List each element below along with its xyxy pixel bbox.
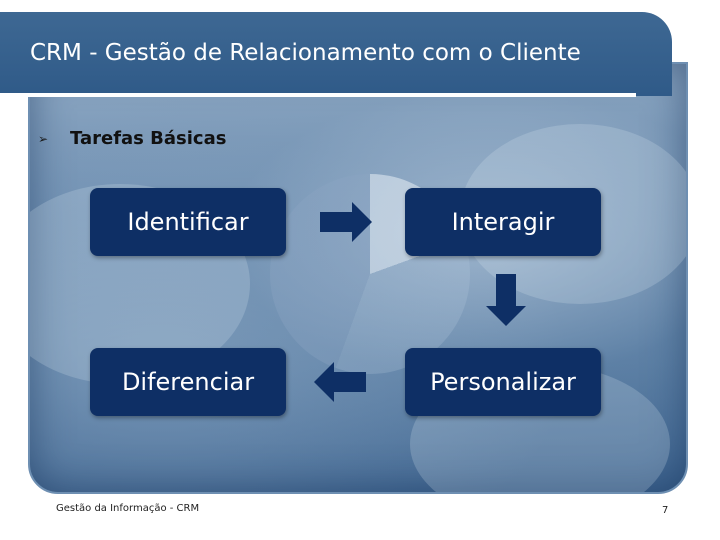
task-box-personalizar: Personalizar (405, 348, 601, 416)
arrowhead-bullet-icon: ➢ (38, 131, 49, 146)
slide-title: CRM - Gestão de Relacionamento com o Cli… (30, 40, 581, 66)
footer-text: Gestão da Informação - CRM (56, 503, 200, 514)
header-band (0, 12, 672, 96)
background-photo-collage (28, 62, 688, 494)
bullet-item: ➢ Tarefas Básicas (38, 128, 226, 149)
task-box-diferenciar: Diferenciar (90, 348, 286, 416)
arrow-down-icon (486, 274, 526, 326)
bullet-text: Tarefas Básicas (70, 128, 227, 149)
header-divider (0, 93, 636, 97)
task-box-interagir: Interagir (405, 188, 601, 256)
arrow-right-icon (320, 202, 372, 242)
arrow-left-icon (314, 362, 366, 402)
task-box-identificar: Identificar (90, 188, 286, 256)
page-number: 7 (662, 505, 669, 516)
